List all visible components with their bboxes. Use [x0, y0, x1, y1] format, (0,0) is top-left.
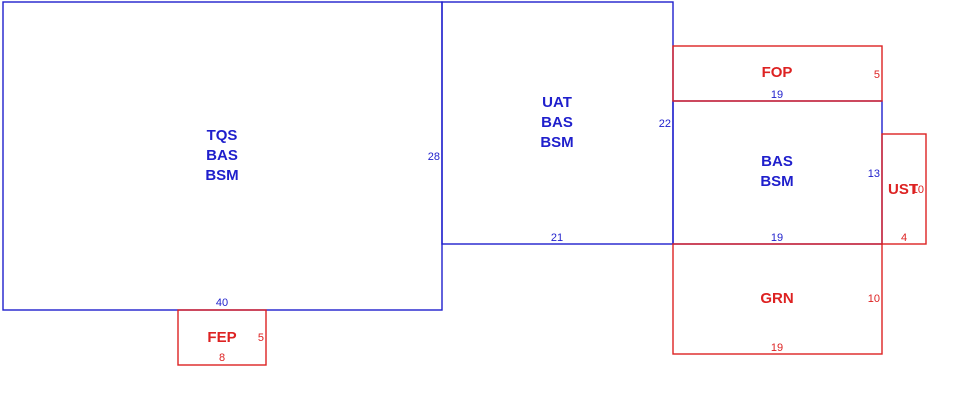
room-uat-label-line-2: BAS	[541, 114, 573, 131]
room-grn[interactable]: GRN 10 19	[672, 243, 883, 355]
room-fop-side-dimension: 5	[874, 69, 880, 81]
room-fep-outline	[177, 309, 267, 366]
room-bas-label-line-1: BAS	[761, 153, 793, 170]
room-tqs-label-line-1: TQS	[207, 127, 238, 144]
room-grn-outline	[672, 243, 883, 355]
room-bas-label-line-2: BSM	[760, 173, 793, 190]
room-grn-label: GRN	[760, 290, 793, 307]
room-uat-side-dimension: 22	[659, 118, 671, 130]
room-fop-outline	[672, 45, 883, 102]
room-ust-outline	[881, 133, 927, 245]
room-ust[interactable]: UST 10 4	[881, 133, 927, 245]
room-tqs[interactable]: TQS BAS BSM 28 40	[2, 1, 443, 311]
room-grn-bottom-dimension: 19	[771, 342, 783, 354]
room-bas[interactable]: BAS BSM 13 19	[672, 100, 883, 245]
room-ust-side-dimension: 10	[912, 184, 924, 196]
room-uat-label-line-1: UAT	[542, 94, 572, 111]
room-fep-side-dimension: 5	[258, 332, 264, 344]
room-uat-bottom-dimension: 21	[551, 232, 563, 244]
room-fep[interactable]: FEP 5 8	[177, 309, 267, 366]
room-bas-bottom-dimension: 19	[771, 232, 783, 244]
room-uat-label-line-3: BSM	[540, 134, 573, 151]
room-tqs-side-dimension: 28	[428, 151, 440, 163]
room-ust-bottom-dimension: 4	[901, 232, 907, 244]
room-uat[interactable]: UAT BAS BSM 22 21	[441, 1, 674, 245]
room-bas-side-dimension: 13	[868, 168, 880, 180]
room-ust-label: UST	[888, 181, 918, 198]
room-grn-side-dimension: 10	[868, 293, 880, 305]
room-tqs-label-line-3: BSM	[205, 167, 238, 184]
room-fop-label: FOP	[762, 64, 793, 81]
room-tqs-bottom-dimension: 40	[216, 297, 228, 309]
room-fep-bottom-dimension: 8	[219, 352, 225, 364]
room-fep-label: FEP	[207, 329, 236, 346]
room-fop[interactable]: FOP 5 19	[672, 45, 883, 102]
room-fop-bottom-dimension: 19	[771, 89, 783, 101]
room-tqs-label-line-2: BAS	[206, 147, 238, 164]
